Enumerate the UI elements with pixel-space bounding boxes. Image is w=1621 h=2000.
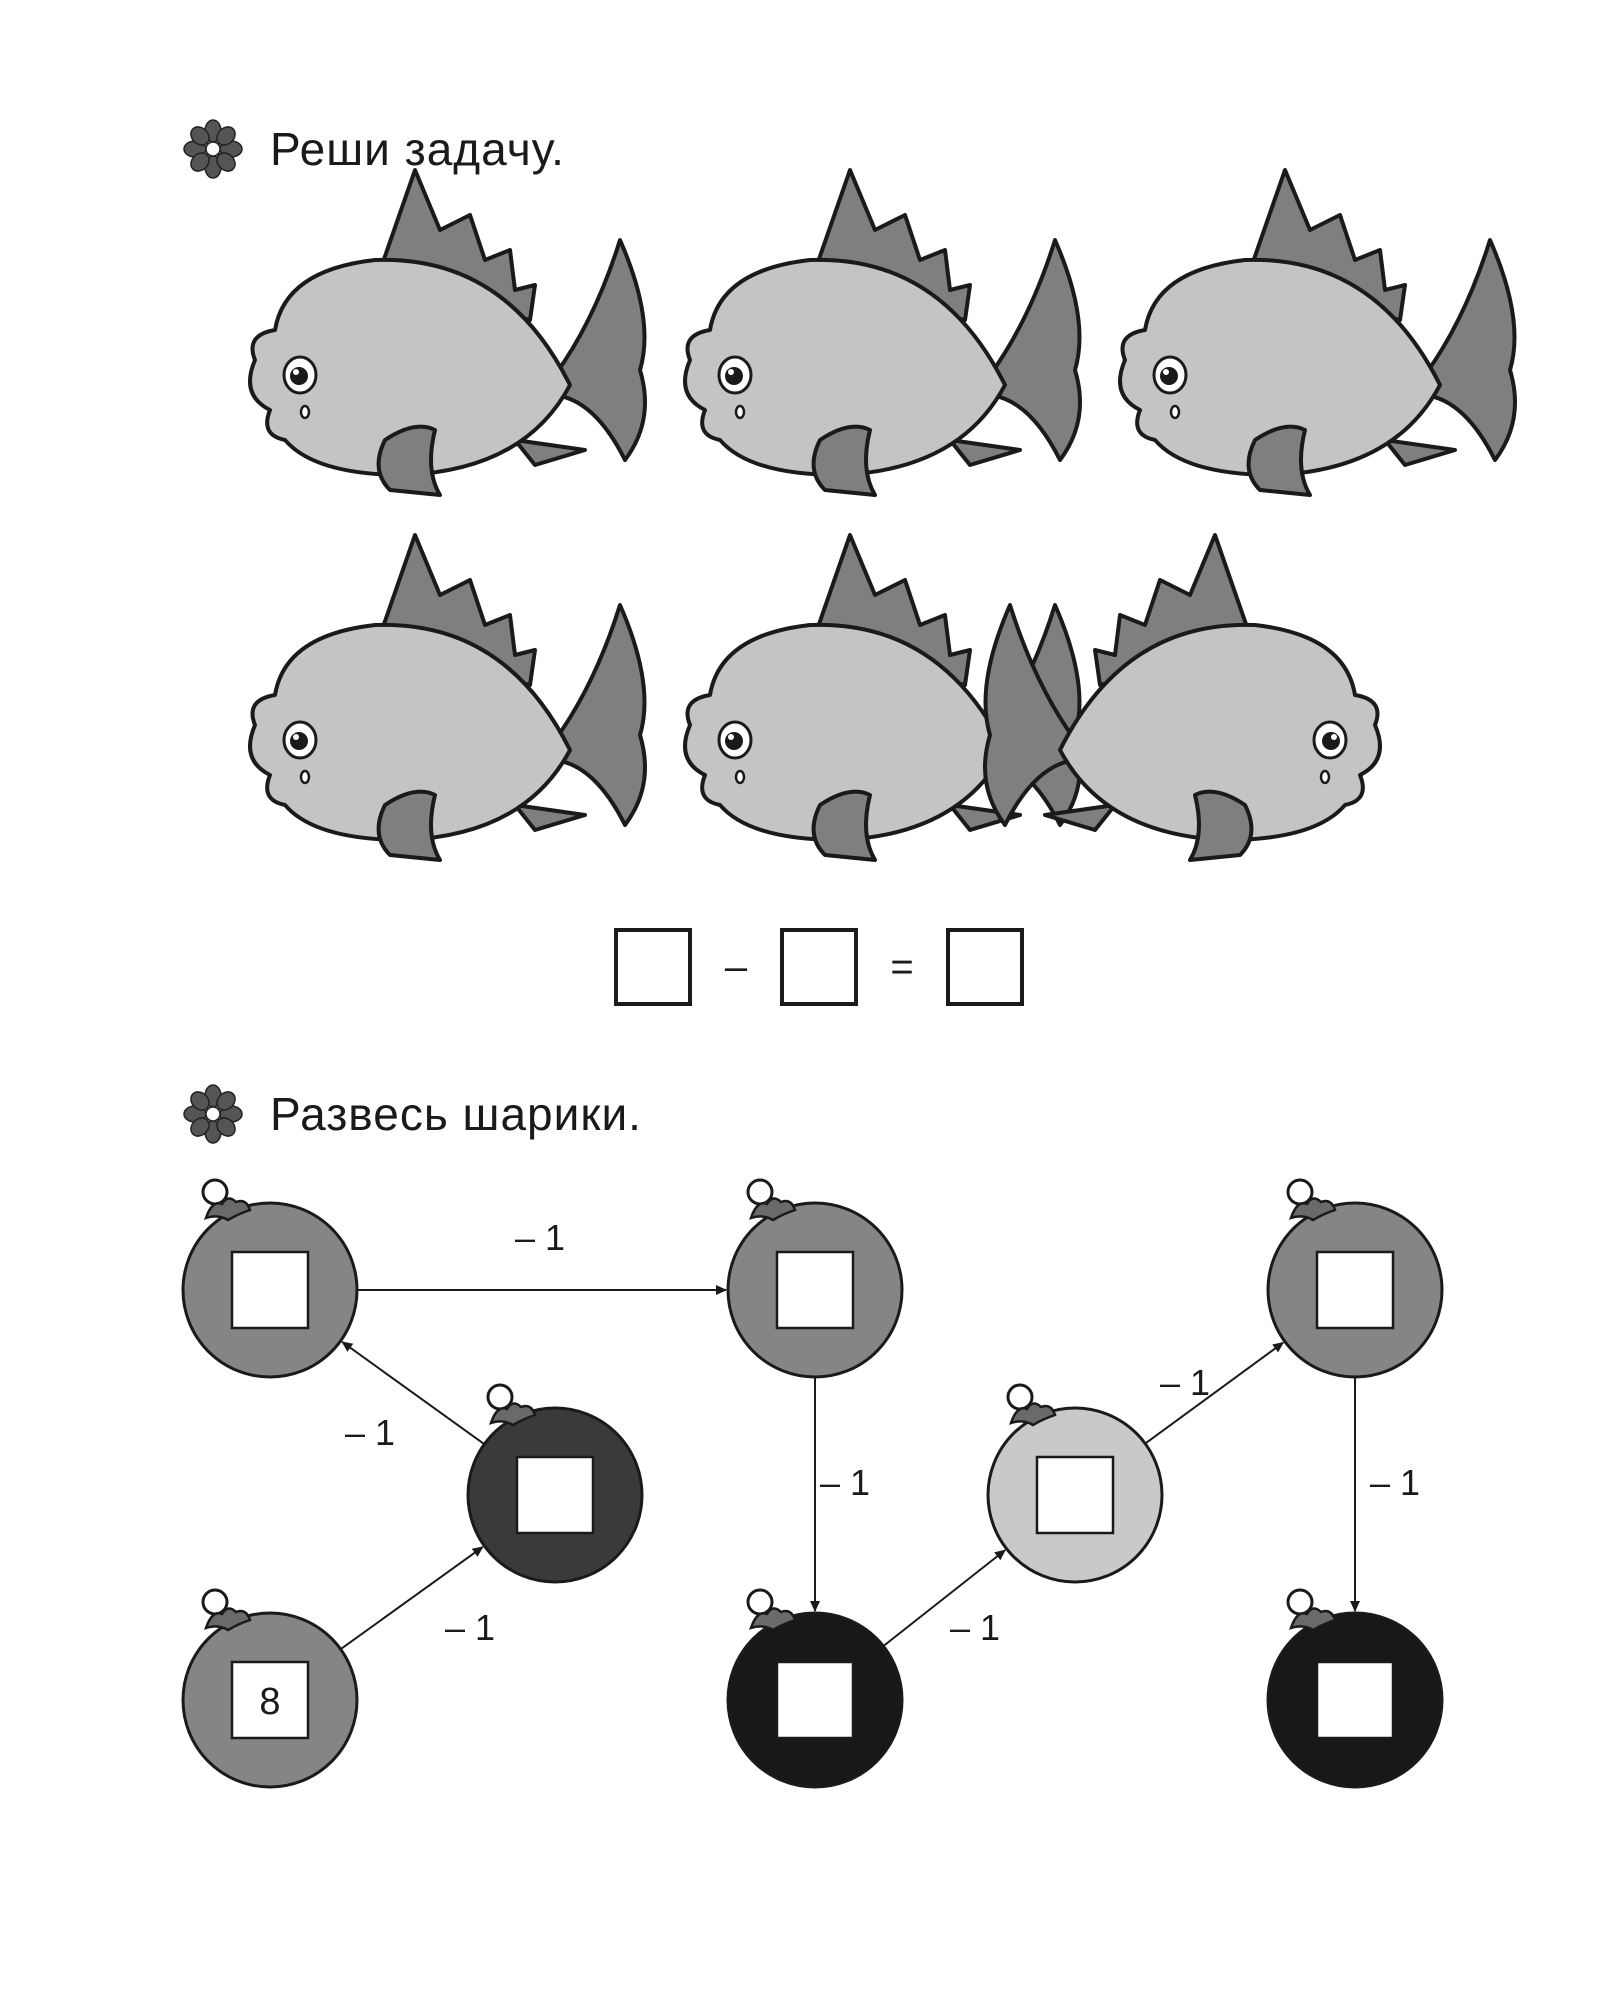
ornament-cap-icon [204,1197,252,1222]
ornament-4 [726,1178,904,1379]
ornament-answer-box[interactable] [775,1660,855,1740]
ornament-cap-icon [204,1607,252,1632]
task2-instruction: Развесь шарики. [270,1088,642,1140]
ornament-cap-icon [749,1197,797,1222]
step-label-7: – 1 [1370,1462,1420,1503]
arrow-group: – 1 – 1 – 1 – 1 – 1 – 1 – 1 [340,1217,1420,1651]
step-label-2: – 1 [345,1412,395,1453]
minus-sign: – [724,944,748,989]
ornament-answer-box[interactable] [230,1660,310,1740]
ornament-2 [466,1383,644,1584]
ornament-cap-icon [1289,1607,1337,1632]
ornament-cap-icon [1289,1197,1337,1222]
answer-box-subtrahend[interactable] [780,928,858,1006]
step-label-1: – 1 [445,1607,495,1648]
flower-icon [183,119,243,179]
ornament-answer-box[interactable] [1035,1455,1115,1535]
ornament-8 [1266,1588,1444,1789]
arrow-6 [1144,1341,1284,1445]
step-label-4: – 1 [820,1462,870,1503]
ornament-cap-icon [489,1402,537,1427]
arrow-5 [882,1549,1006,1647]
ornament-cap-icon [1009,1402,1057,1427]
ornament-answer-box[interactable] [1315,1660,1395,1740]
ornament-3 [181,1178,359,1379]
answer-box-result[interactable] [946,928,1024,1006]
ornament-6 [986,1383,1164,1584]
task1-instruction: Реши задачу. [270,123,565,175]
flower-icon [183,1084,243,1144]
ornament-answer-box[interactable] [230,1250,310,1330]
arrow-2 [341,1341,485,1446]
answer-box-minuend[interactable] [614,928,692,1006]
equals-sign: = [890,944,914,989]
ornament-5 [726,1588,904,1789]
task2-heading: Развесь шарики. [182,1083,642,1145]
task1-heading: Реши задачу. [182,118,565,180]
step-label-3: – 1 [515,1217,565,1258]
step-label-5: – 1 [950,1607,1000,1648]
ornament-answer-box[interactable] [775,1250,855,1330]
ornament-7 [1266,1178,1444,1379]
step-label-6: – 1 [1160,1362,1210,1403]
ornament-answer-box[interactable] [1315,1250,1395,1330]
ornament-cap-icon [749,1607,797,1632]
ornament-value: 8 [259,1681,280,1723]
subtraction-equation: – = [614,928,1024,1006]
ornament-1: 8 [181,1588,359,1789]
ornament-group: 8 [181,1178,1444,1789]
arrow-1 [340,1546,484,1651]
ornament-answer-box[interactable] [515,1455,595,1535]
